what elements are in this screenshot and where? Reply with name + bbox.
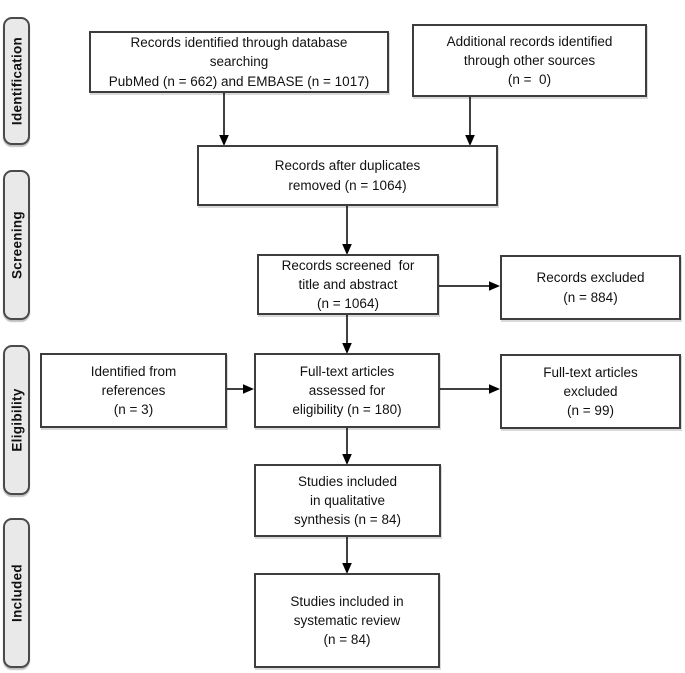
box-identified-from-references: Identified from references (n = 3) — [40, 353, 227, 428]
arrow-screened-to-fulltext — [342, 315, 352, 354]
box-records-screened-text: Records screened for title and abstract … — [281, 257, 415, 312]
stage-eligibility: Eligibility — [3, 345, 30, 495]
stage-included-label: Included — [9, 564, 24, 622]
box-identified-from-references-text: Identified from references (n = 3) — [90, 363, 177, 418]
arrow-references-to-fulltext — [227, 384, 254, 394]
arrow-screened-to-records-excluded — [439, 281, 500, 291]
stage-included: Included — [3, 518, 30, 668]
arrow-other-sources-to-duplicates — [465, 97, 475, 146]
box-records-excluded-text: Records excluded (n = 884) — [536, 270, 645, 305]
box-fulltext-assessed-text: Full-text articles assessed for eligibil… — [292, 363, 402, 418]
box-qualitative-synthesis-text: Studies included in qualitative synthesi… — [294, 473, 401, 528]
box-other-sources-text: Additional records identified through ot… — [446, 33, 613, 88]
box-fulltext-assessed: Full-text articles assessed for eligibil… — [254, 353, 440, 428]
arrow-duplicates-to-screened — [342, 206, 352, 255]
box-qualitative-synthesis: Studies included in qualitative synthesi… — [254, 464, 441, 537]
arrow-database-to-duplicates — [219, 93, 229, 146]
stage-identification-label: Identification — [9, 36, 24, 126]
box-records-excluded: Records excluded (n = 884) — [500, 255, 681, 320]
stage-identification: Identification — [3, 17, 30, 145]
stage-eligibility-label: Eligibility — [9, 388, 24, 452]
stage-screening: Screening — [3, 170, 30, 320]
box-fulltext-excluded-text: Full-text articles excluded (n = 99) — [543, 364, 638, 419]
box-systematic-review: Studies included in systematic review (n… — [254, 573, 440, 668]
box-records-screened: Records screened for title and abstract … — [257, 254, 439, 315]
stage-screening-label: Screening — [9, 211, 24, 279]
arrow-fulltext-to-qualitative — [342, 428, 352, 465]
box-fulltext-excluded: Full-text articles excluded (n = 99) — [500, 354, 681, 429]
box-systematic-review-text: Studies included in systematic review (n… — [290, 593, 404, 648]
box-database-search: Records identified through database sear… — [89, 31, 389, 93]
box-database-search-text: Records identified through database sear… — [108, 35, 370, 89]
box-duplicates-removed: Records after duplicates removed (n = 10… — [197, 145, 498, 206]
arrow-fulltext-to-fulltext-excluded — [440, 384, 500, 394]
box-duplicates-removed-text: Records after duplicates removed (n = 10… — [274, 158, 421, 193]
box-other-sources: Additional records identified through ot… — [412, 24, 647, 97]
arrow-qualitative-to-systematic — [342, 537, 352, 574]
